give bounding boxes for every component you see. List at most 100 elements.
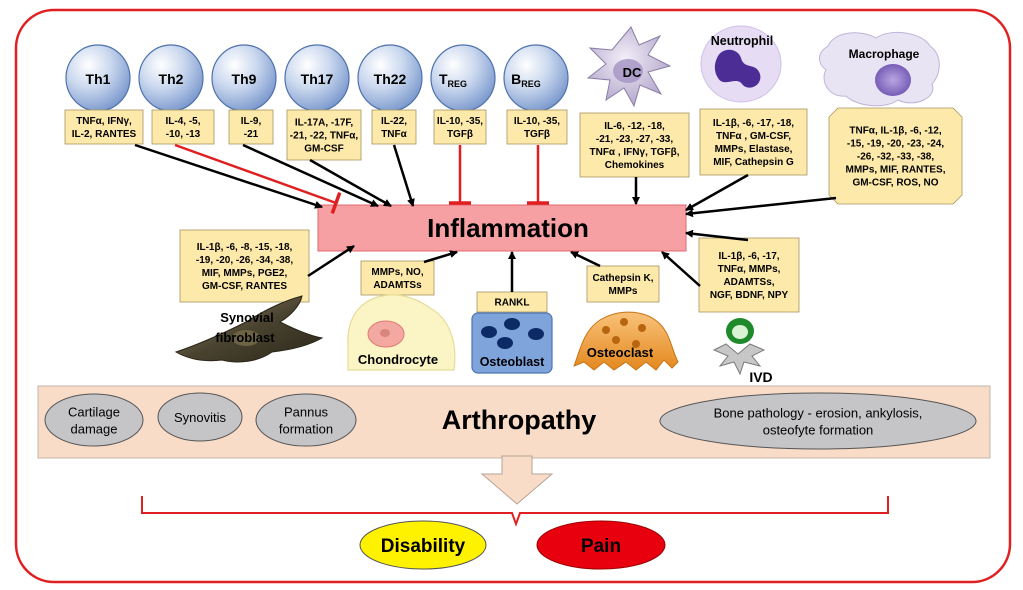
osteoblast-cytokine-box: RANKL xyxy=(476,291,548,313)
label-box-shape xyxy=(433,109,487,145)
ivd-label: IVD xyxy=(749,369,772,385)
activation-arrow xyxy=(134,143,323,209)
synovial-fibroblast: Synovial fibroblast xyxy=(174,295,324,363)
label-box-shape xyxy=(64,109,144,145)
cell-label: Th9 xyxy=(232,71,257,87)
activation-arrow xyxy=(570,250,601,268)
osteoclast-shape xyxy=(573,311,679,371)
label-box-line: NGF, BDNF, NPY xyxy=(710,290,789,301)
label-box-line: IL-22, xyxy=(381,116,407,127)
label-box-line: RANKL xyxy=(495,298,530,309)
activation-arrow xyxy=(661,251,701,287)
arthropathy-item-ellipse xyxy=(157,392,243,442)
label-box-line: IL-10, -35, xyxy=(514,116,560,127)
ivd-spine-shape xyxy=(712,343,766,376)
label-box-line: MMPs, Elastase, xyxy=(715,144,793,155)
arthropathy-item-ellipse xyxy=(659,392,977,450)
label-box-shape xyxy=(699,108,808,176)
label-box-shape xyxy=(151,109,215,145)
label-box-line: IL-1β, -6, -17, xyxy=(718,251,779,262)
activation-arrow xyxy=(423,250,458,264)
cell-label: Th22 xyxy=(374,71,407,87)
arthropathy-title: Arthropathy xyxy=(442,405,597,435)
ivd-nucleus xyxy=(732,325,748,339)
macrophage-label: Macrophage xyxy=(849,47,920,61)
inhibition-line xyxy=(174,143,337,205)
neutrophil-nucleus xyxy=(714,49,761,88)
osteoblast-nucleus xyxy=(497,337,513,349)
inhibition-bar xyxy=(330,192,342,214)
label-box-shape xyxy=(828,107,963,205)
cytokine-box-6: IL-10, -35, TGFβ xyxy=(506,109,568,145)
label-box-line: IL-1β, -6, -17, -18, xyxy=(713,118,794,129)
label-box-line: -21 xyxy=(244,129,259,140)
pain-ellipse xyxy=(536,520,666,570)
label-box-line: Chemokines xyxy=(605,160,665,171)
cell-label: Th1 xyxy=(86,71,111,87)
synovial-cytokine-box: IL-1β, -6, -8, -15, -18,-19, -20, -26, -… xyxy=(179,229,310,303)
label-box-line: IL-2, RANTES xyxy=(72,129,137,140)
label-box-line: MMPs xyxy=(609,286,638,297)
label-box-line: -26, -32, -33, -38, xyxy=(857,152,934,163)
label-box-line: TNFα xyxy=(381,129,407,140)
cytokine-box-3: IL-17A, -17F, -21, -22, TNFα, GM-CSF xyxy=(286,109,362,161)
synovial-nucleus xyxy=(232,330,260,346)
osteoclast-cell: Osteoclast xyxy=(573,311,679,371)
arthropathy-item-1: Synovitis xyxy=(157,392,243,442)
osteoclast-cytokine-box: Cathepsin K, MMPs xyxy=(586,265,660,303)
label-box-line: ADAMTSs xyxy=(373,280,422,291)
cell-th17: Th17 xyxy=(284,44,350,112)
disability-label: Disability xyxy=(381,536,466,557)
cytokine-box-0: TNFα, IFNγ,IL-2, RANTES xyxy=(64,109,144,145)
label-box-line: IL-6, -12, -18, xyxy=(604,121,665,132)
arthropathy-item-text: Synovitis xyxy=(174,410,227,425)
synovial-label-1: Synovial xyxy=(220,310,273,325)
cell-th9: Th9 xyxy=(211,44,277,112)
cell-label-sub: REG xyxy=(521,79,541,89)
cytokine-box-2: IL-9,-21 xyxy=(228,109,274,145)
inflammation-box xyxy=(317,204,687,252)
osteoblast-nucleus xyxy=(504,318,520,330)
connector-arrows xyxy=(134,143,837,292)
neutrophil-cytokine-box: IL-1β, -6, -17, -18,TNFα , GM-CSF,MMPs, … xyxy=(699,108,808,176)
activation-arrow xyxy=(242,143,379,208)
cytokine-box-4: IL-22, TNFα xyxy=(371,109,417,145)
osteoblast-nucleus xyxy=(481,326,497,338)
activation-arrow xyxy=(685,229,749,242)
ivd-icon: IVD xyxy=(712,318,773,385)
label-box-shape xyxy=(586,265,660,303)
label-box-line: -21, -22, TNFα, xyxy=(290,131,359,142)
activation-arrow xyxy=(685,173,749,212)
osteoclast-nucleus xyxy=(620,318,628,326)
osteoclast-nucleus xyxy=(638,324,646,332)
activation-arrow xyxy=(392,144,415,207)
osteoclast-nucleus xyxy=(632,340,640,348)
arthropathy-item-ellipse xyxy=(44,393,144,447)
arthropathy-item-ellipse xyxy=(255,393,357,447)
activation-arrow xyxy=(307,244,355,278)
label-box-line: TGFβ xyxy=(524,129,550,140)
macrophage-shape xyxy=(819,32,940,107)
label-box-line: TGFβ xyxy=(447,129,473,140)
label-box-line: GM-CSF xyxy=(304,144,343,155)
ivd-cytokine-box: IL-1β, -6, -17,TNFα, MMPs,ADAMTSs,NGF, B… xyxy=(698,237,800,313)
cell-breg: BREG xyxy=(503,44,569,112)
label-box-line: MMPs, MIF, RANTES, xyxy=(845,165,945,176)
dc-label: DC xyxy=(623,65,642,80)
disability-ellipse xyxy=(359,520,487,570)
osteoclast-nucleus xyxy=(612,336,620,344)
label-box-line: -21, -23, -27, -33, xyxy=(596,134,673,145)
label-box-line: -15, -19, -20, -23, -24, xyxy=(847,139,944,150)
cell-label-sub: REG xyxy=(448,79,468,89)
label-box-line: IL-17A, -17F, xyxy=(295,118,354,129)
cell-label: Th17 xyxy=(301,71,334,87)
arthropathy-item-text: Pannus xyxy=(284,405,329,420)
label-box-line: Cathepsin K, xyxy=(592,273,653,284)
cytokine-box-5: IL-10, -35,TGFβ xyxy=(433,109,487,145)
label-box-line: MIF, Cathepsin G xyxy=(713,157,794,168)
